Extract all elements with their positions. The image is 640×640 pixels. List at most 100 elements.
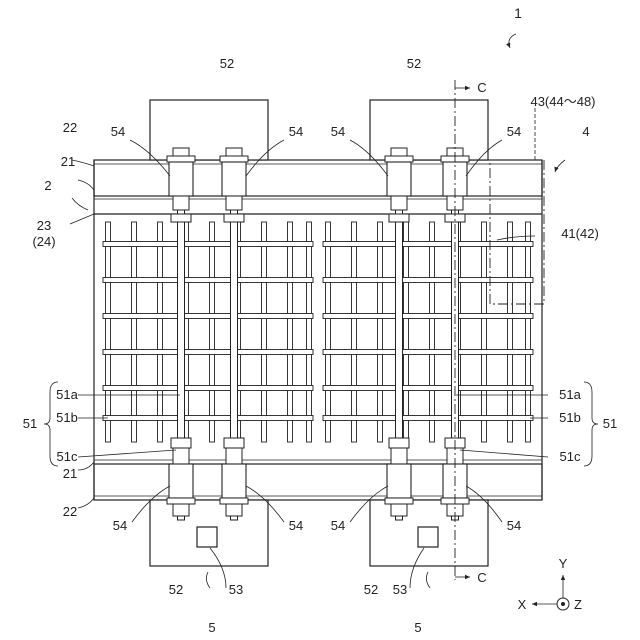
label-54: 54 bbox=[111, 124, 125, 139]
shaft-flange-bottom bbox=[391, 504, 407, 516]
component-53-right bbox=[418, 527, 438, 547]
grid-vertical-bar bbox=[132, 222, 137, 442]
label-54: 54 bbox=[289, 124, 303, 139]
label-22: 22 bbox=[63, 120, 77, 135]
label-53: 53 bbox=[393, 582, 407, 597]
grid-vertical-bar bbox=[262, 222, 267, 442]
label-22: 22 bbox=[63, 504, 77, 519]
grid-horizontal-bar bbox=[323, 314, 533, 319]
grid-block-left bbox=[103, 222, 313, 442]
grid-horizontal-bar bbox=[323, 416, 533, 421]
grid-horizontal-bar bbox=[103, 350, 313, 355]
shaft-clamp-bottom bbox=[224, 438, 244, 448]
grid-vertical-bar bbox=[307, 222, 312, 442]
grid-block-right bbox=[323, 222, 533, 442]
leader-lines bbox=[44, 34, 598, 588]
grid-horizontal-bar bbox=[103, 242, 313, 247]
label-51a: 51a bbox=[56, 387, 78, 402]
bearing-54-bottom bbox=[169, 464, 193, 498]
label-4: 4 bbox=[582, 124, 589, 139]
grid-horizontal-bar bbox=[103, 314, 313, 319]
grid-vertical-bar bbox=[106, 222, 111, 442]
shaft-coupling-top bbox=[391, 196, 407, 210]
label-54: 54 bbox=[289, 518, 303, 533]
label-21: 21 bbox=[61, 154, 75, 169]
grid-vertical-bar bbox=[352, 222, 357, 442]
label-21: 21 bbox=[63, 466, 77, 481]
label-figure-number: 1 bbox=[514, 5, 522, 21]
component-53-left bbox=[197, 527, 217, 547]
label-52: 52 bbox=[169, 582, 183, 597]
label-51b: 51b bbox=[56, 410, 78, 425]
bearing-54-top bbox=[169, 162, 193, 196]
bearing-54-top bbox=[387, 162, 411, 196]
grid-horizontal-bar bbox=[103, 416, 313, 421]
label-axis-y: Y bbox=[559, 556, 568, 571]
label-54: 54 bbox=[507, 518, 521, 533]
shaft-collar-top bbox=[385, 156, 413, 162]
grid-vertical-bar bbox=[210, 222, 215, 442]
grid-vertical-bar bbox=[526, 222, 531, 442]
label-51c: 51c bbox=[57, 449, 78, 464]
label-5: 5 bbox=[208, 620, 215, 635]
shaft-clamp-bottom bbox=[389, 438, 409, 448]
shaft-clamp-top bbox=[389, 214, 409, 222]
label-51: 51 bbox=[603, 416, 617, 431]
label-2: 2 bbox=[44, 178, 51, 193]
bearing-54-bottom bbox=[222, 464, 246, 498]
label-52: 52 bbox=[220, 56, 234, 71]
label-5: 5 bbox=[414, 620, 421, 635]
shaft-coupling-top bbox=[173, 196, 189, 210]
shaft-flange-bottom bbox=[226, 504, 242, 516]
label-54: 54 bbox=[331, 518, 345, 533]
grid-vertical-bar bbox=[404, 222, 409, 442]
z-axis-dot bbox=[561, 602, 565, 606]
grid-horizontal-bar bbox=[323, 386, 533, 391]
label-41: 41(42) bbox=[561, 226, 599, 241]
label-51b: 51b bbox=[559, 410, 581, 425]
shaft-coupling-bottom bbox=[226, 448, 242, 464]
shaft-clamp-top bbox=[171, 214, 191, 222]
grid-vertical-bar bbox=[482, 222, 487, 442]
axis-indicator bbox=[532, 575, 569, 610]
grid-vertical-bar bbox=[158, 222, 163, 442]
grid-vertical-bar bbox=[378, 222, 383, 442]
shaft-coupling-top bbox=[226, 196, 242, 210]
label-axis-z: Z bbox=[574, 597, 582, 612]
label-54: 54 bbox=[331, 124, 345, 139]
label-51a: 51a bbox=[559, 387, 581, 402]
label-54: 54 bbox=[113, 518, 127, 533]
shaft-collar-top bbox=[220, 156, 248, 162]
grid-horizontal-bar bbox=[323, 242, 533, 247]
bearing-54-top bbox=[222, 162, 246, 196]
grid-horizontal-bar bbox=[323, 350, 533, 355]
label-52: 52 bbox=[364, 582, 378, 597]
bearing-54-bottom bbox=[387, 464, 411, 498]
bottom-rail bbox=[94, 464, 542, 500]
label-section-c: C bbox=[477, 570, 486, 585]
label-23: 23 bbox=[37, 218, 51, 233]
label-53: 53 bbox=[229, 582, 243, 597]
shaft-flange-bottom bbox=[173, 504, 189, 516]
shaft-collar-bottom bbox=[385, 498, 413, 504]
label-52: 52 bbox=[407, 56, 421, 71]
shaft-collar-bottom bbox=[167, 498, 195, 504]
grid-vertical-bar bbox=[288, 222, 293, 442]
grid-vertical-bar bbox=[508, 222, 513, 442]
unit-52-top-right bbox=[370, 100, 488, 160]
label-43: 43(44～48) bbox=[530, 94, 595, 109]
grid-vertical-bar bbox=[326, 222, 331, 442]
grid-horizontal-bar bbox=[103, 278, 313, 283]
shaft-coupling-bottom bbox=[391, 448, 407, 464]
grid-horizontal-bar bbox=[323, 278, 533, 283]
shaft-clamp-bottom bbox=[171, 438, 191, 448]
label-section-c: C bbox=[477, 80, 486, 95]
label-51: 51 bbox=[23, 416, 37, 431]
shaft-collar-bottom bbox=[220, 498, 248, 504]
grid-horizontal-bar bbox=[103, 386, 313, 391]
unit-52-top-left bbox=[150, 100, 268, 160]
label-51c: 51c bbox=[560, 449, 581, 464]
label-axis-x: X bbox=[518, 597, 527, 612]
shaft-clamp-top bbox=[224, 214, 244, 222]
